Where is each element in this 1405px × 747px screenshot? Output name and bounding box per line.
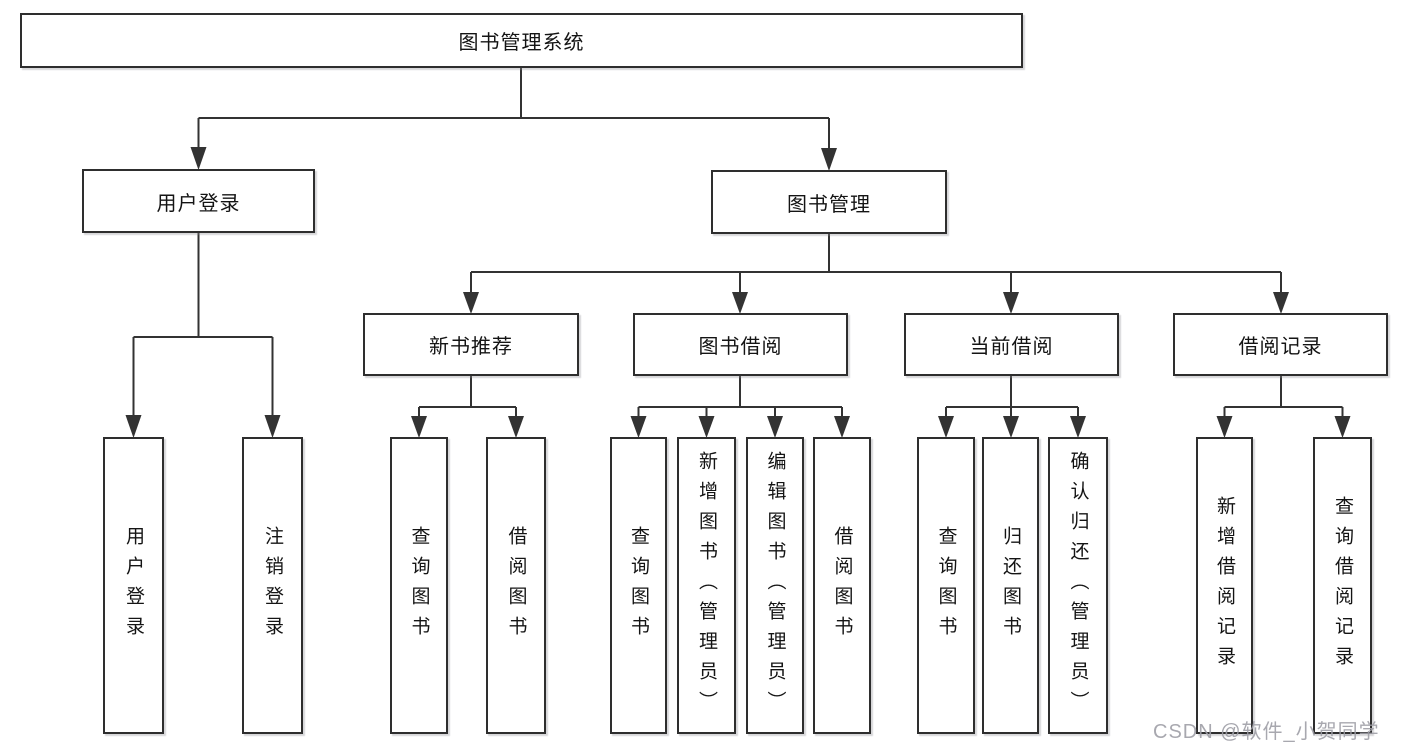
leaf-query-borrow-record: 查询借阅记录 bbox=[1313, 437, 1372, 734]
leaf-borrow-books: 借阅图书 bbox=[813, 437, 871, 734]
leaf-confirm-return-admin: 确认归还（管理员） bbox=[1048, 437, 1108, 734]
node-user-login: 用户登录 bbox=[82, 169, 315, 233]
leaf-edit-book-admin: 编辑图书（管理员） bbox=[746, 437, 804, 734]
node-book-borrow-label: 图书借阅 bbox=[698, 336, 783, 358]
node-root-label: 图书管理系统 bbox=[458, 32, 585, 54]
node-new-book-recommend-label: 新书推荐 bbox=[429, 336, 513, 358]
node-current-borrow-label: 当前借阅 bbox=[969, 336, 1054, 358]
node-book-management-label: 图书管理 bbox=[787, 193, 871, 216]
leaf-return-books: 归还图书 bbox=[982, 437, 1039, 734]
node-root: 图书管理系统 bbox=[20, 13, 1023, 68]
leaf-query-books-recommend: 查询图书 bbox=[390, 437, 448, 734]
node-book-management: 图书管理 bbox=[711, 170, 947, 234]
node-borrow-records: 借阅记录 bbox=[1173, 313, 1388, 376]
node-user-login-label: 用户登录 bbox=[156, 192, 241, 215]
leaf-logout: 注销登录 bbox=[242, 437, 303, 734]
node-book-borrow: 图书借阅 bbox=[633, 313, 848, 376]
node-borrow-records-label: 借阅记录 bbox=[1238, 336, 1323, 358]
leaf-add-borrow-record: 新增借阅记录 bbox=[1196, 437, 1253, 734]
node-new-book-recommend: 新书推荐 bbox=[363, 313, 579, 376]
watermark: CSDN @软件_小贺同学 bbox=[1153, 721, 1380, 743]
leaf-user-login: 用户登录 bbox=[103, 437, 164, 734]
leaf-borrow-books-recommend: 借阅图书 bbox=[486, 437, 546, 734]
node-current-borrow: 当前借阅 bbox=[904, 313, 1119, 376]
leaf-add-book-admin: 新增图书（管理员） bbox=[677, 437, 736, 734]
leaf-query-books-current: 查询图书 bbox=[917, 437, 975, 734]
leaf-query-books-borrow: 查询图书 bbox=[610, 437, 667, 734]
